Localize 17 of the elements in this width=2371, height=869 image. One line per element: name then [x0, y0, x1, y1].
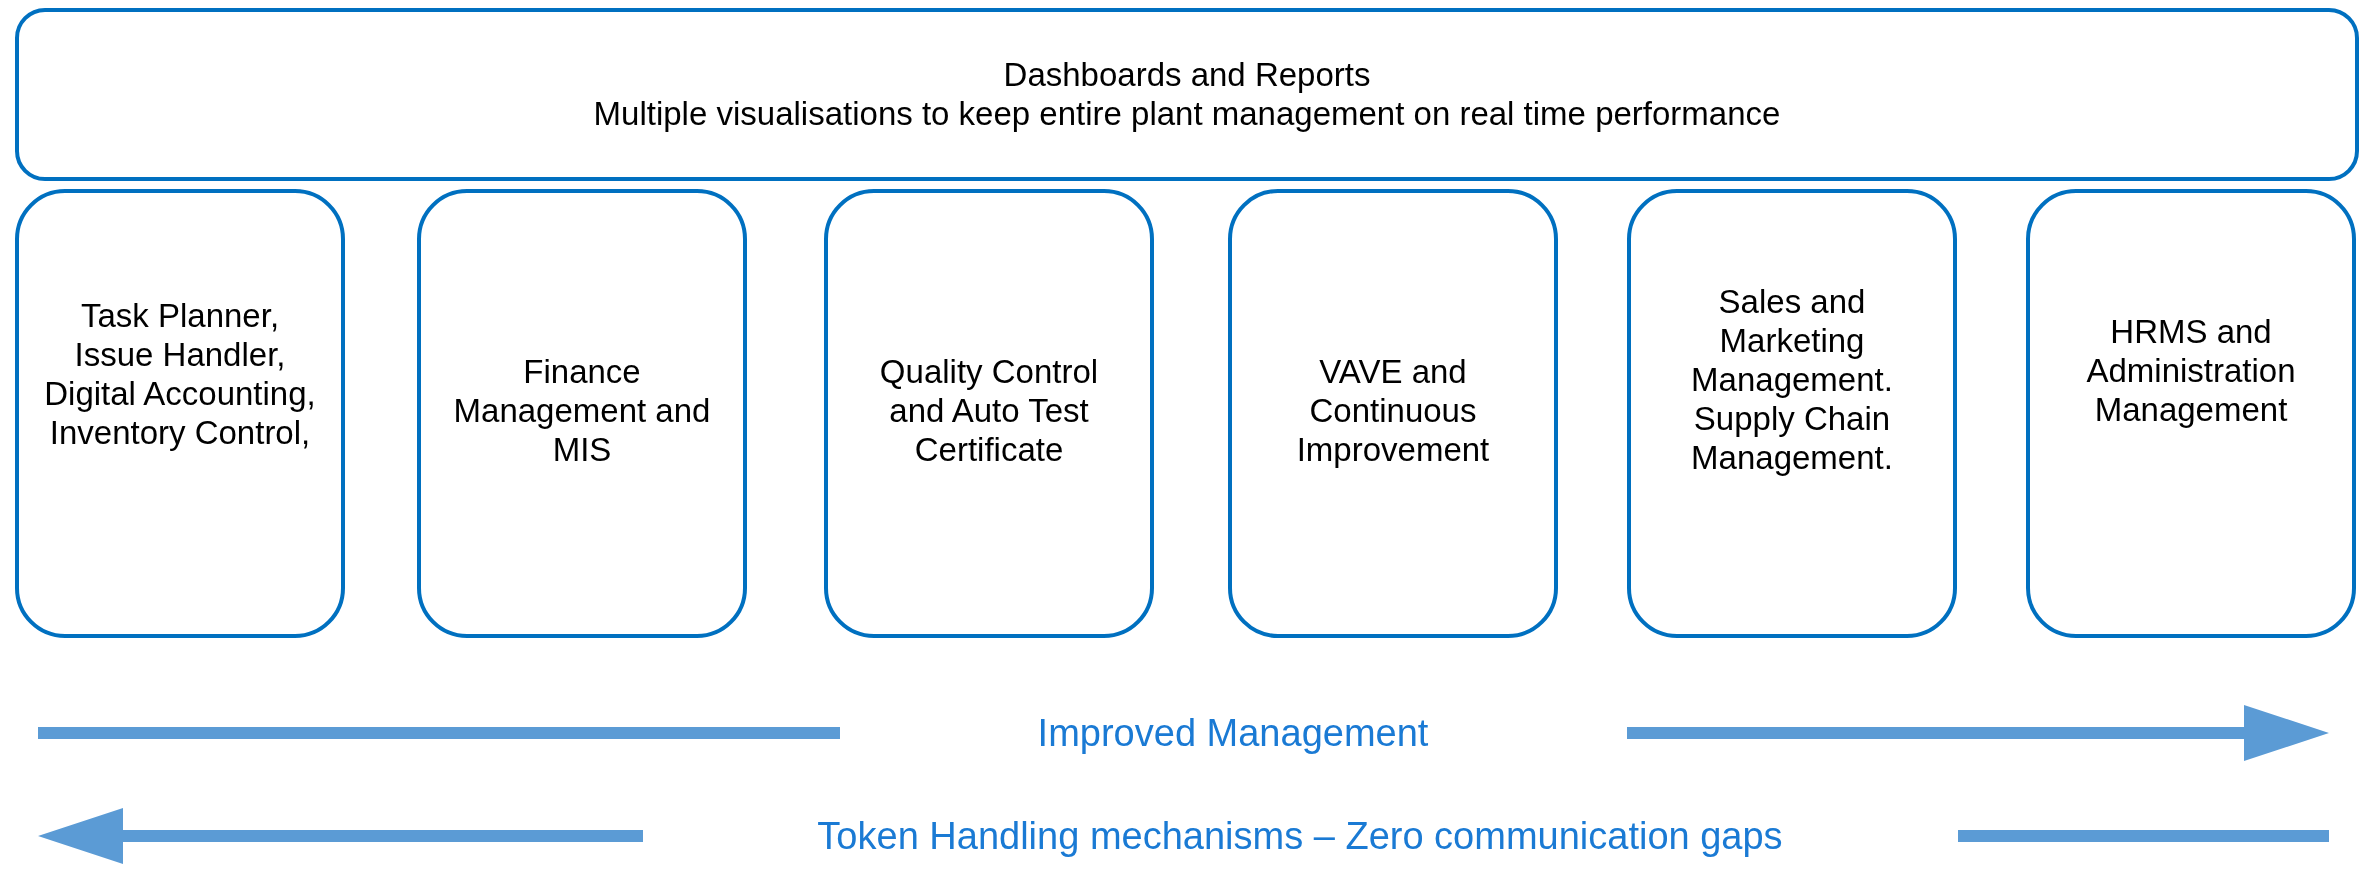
rounded-box: [824, 189, 1154, 638]
rounded-box: [1627, 189, 1957, 638]
arrow-caption: Token Handling mechanisms – Zero communication gaps: [817, 814, 1783, 858]
rounded-box: [2026, 189, 2356, 638]
arrow-caption: Improved Management: [1037, 711, 1429, 755]
rounded-box: [1228, 189, 1558, 638]
box-text: Quality Control and Auto Test Certificate: [878, 353, 1100, 470]
rounded-box: [417, 189, 747, 638]
box-heading: Dashboards and Reports: [1003, 55, 1371, 95]
box-text: HRMS and Administration Management: [2085, 313, 2297, 430]
box-text: Sales and Marketing Management. Supply Chain Management.: [1690, 283, 1894, 478]
box-text: VAVE and Continuous Improvement: [1295, 353, 1491, 470]
box-text: Multiple visualisations to keep entire plant management on real time performance: [593, 94, 1781, 134]
box-text: Finance Management and MIS: [452, 353, 712, 470]
rounded-box: [15, 189, 345, 638]
box-text: Task Planner, Issue Handler, Digital Accounting, Inventory Control,: [43, 297, 317, 453]
rounded-box: [15, 8, 2359, 181]
